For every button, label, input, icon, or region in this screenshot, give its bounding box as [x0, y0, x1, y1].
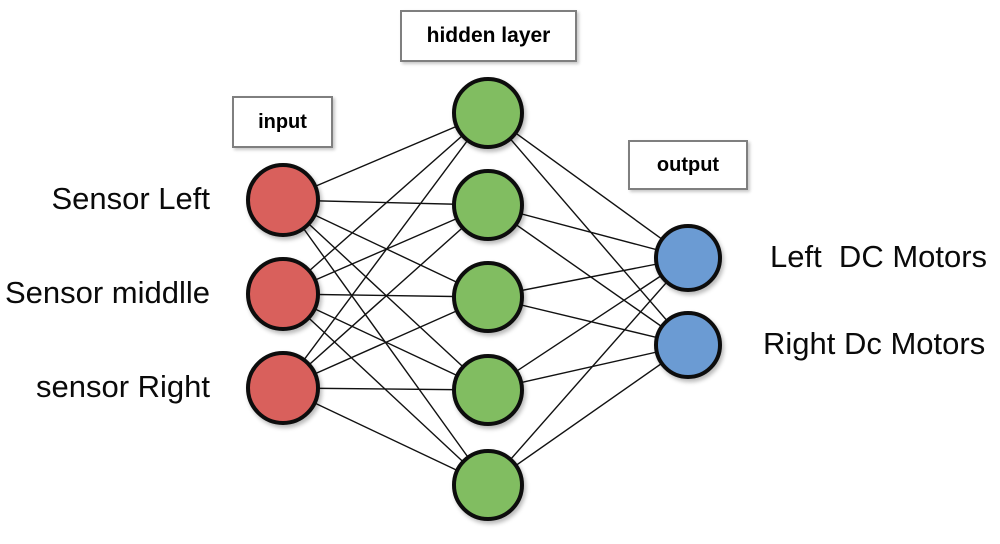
edge-hidden2-to-output2 [487, 204, 689, 346]
label-sensor-right: sensor Right [35, 369, 210, 404]
node-hidden-5[interactable] [452, 449, 524, 521]
edge-input3-to-hidden1 [282, 112, 489, 389]
label-right-dc-motors: Right Dc Motors [763, 326, 986, 361]
edge-input2-to-hidden1 [282, 112, 489, 295]
node-hidden-2[interactable] [452, 169, 524, 241]
edge-input1-to-hidden3 [282, 199, 489, 298]
edge-hidden5-to-output1 [487, 257, 689, 486]
input-tag-text: input [258, 110, 307, 133]
label-sensor-left: Sensor Left [51, 181, 210, 216]
node-input-3[interactable] [246, 351, 320, 425]
output-tag-text: output [656, 153, 720, 176]
input-tag: input [232, 96, 333, 148]
edge-input3-to-hidden5 [282, 387, 489, 486]
node-input-1[interactable] [246, 163, 320, 237]
label-left-dc-motors: Left DC Motors [770, 239, 988, 274]
edge-hidden1-to-output2 [487, 112, 689, 346]
node-output-2[interactable] [654, 311, 722, 379]
node-output-1[interactable] [654, 224, 722, 292]
node-input-2[interactable] [246, 257, 320, 331]
hidden-tag: hidden layer [400, 10, 577, 62]
node-hidden-1[interactable] [452, 77, 524, 149]
output-tag: output [628, 140, 748, 190]
edge-input3-to-hidden2 [282, 204, 489, 389]
edge-hidden4-to-output1 [487, 257, 689, 391]
hidden-tag-text: hidden layer [426, 24, 551, 47]
edge-hidden1-to-output1 [487, 112, 689, 259]
node-hidden-4[interactable] [452, 354, 524, 426]
label-sensor-middle: Sensor middlle [4, 275, 210, 310]
node-hidden-3[interactable] [452, 261, 524, 333]
edge-hidden5-to-output2 [487, 344, 689, 486]
